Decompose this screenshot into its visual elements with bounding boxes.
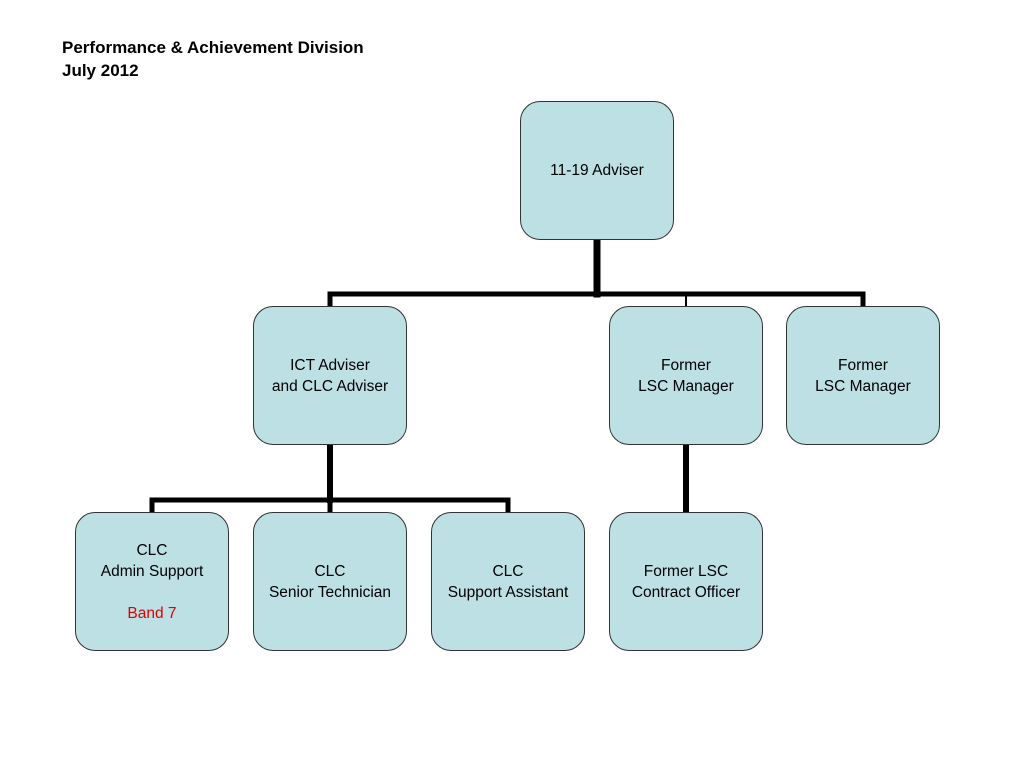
page-subtitle: July 2012 [62,61,139,80]
node-former-lsc-contract-officer[interactable]: Former LSC Contract Officer [609,512,763,651]
node-former-lsc-manager-2[interactable]: Former LSC Manager [786,306,940,445]
node-label: CLC [314,562,346,580]
node-label: Former [838,356,888,374]
node-clc-senior-technician[interactable]: CLC Senior Technician [253,512,407,651]
node-label: 11-19 Adviser [550,162,644,179]
node-label: Former LSC [643,562,729,580]
page-header: Performance & Achievement Division July … [62,36,364,82]
node-label: Contract Officer [631,583,741,601]
node-label: ICT Adviser [290,356,370,374]
page-title: Performance & Achievement Division [62,38,364,57]
band-note: Band 7 [127,604,177,622]
node-label: Support Assistant [447,583,569,601]
node-former-lsc-manager-1[interactable]: Former LSC Manager [609,306,763,445]
node-label: Former [661,356,711,374]
node-label: CLC [492,562,524,580]
node-clc-support-assistant[interactable]: CLC Support Assistant [431,512,585,651]
node-label: CLC [136,541,168,559]
node-ict-clc-adviser[interactable]: ICT Adviser and CLC Adviser [253,306,407,445]
node-label: LSC Manager [638,377,734,395]
node-label: Admin Support [100,562,204,580]
node-label: Senior Technician [268,583,392,601]
node-clc-admin-support[interactable]: CLC Admin Support Band 7 [75,512,229,651]
node-11-19-adviser[interactable]: 11-19 Adviser [520,101,674,240]
node-label: and CLC Adviser [271,377,389,395]
node-label: LSC Manager [815,377,911,395]
